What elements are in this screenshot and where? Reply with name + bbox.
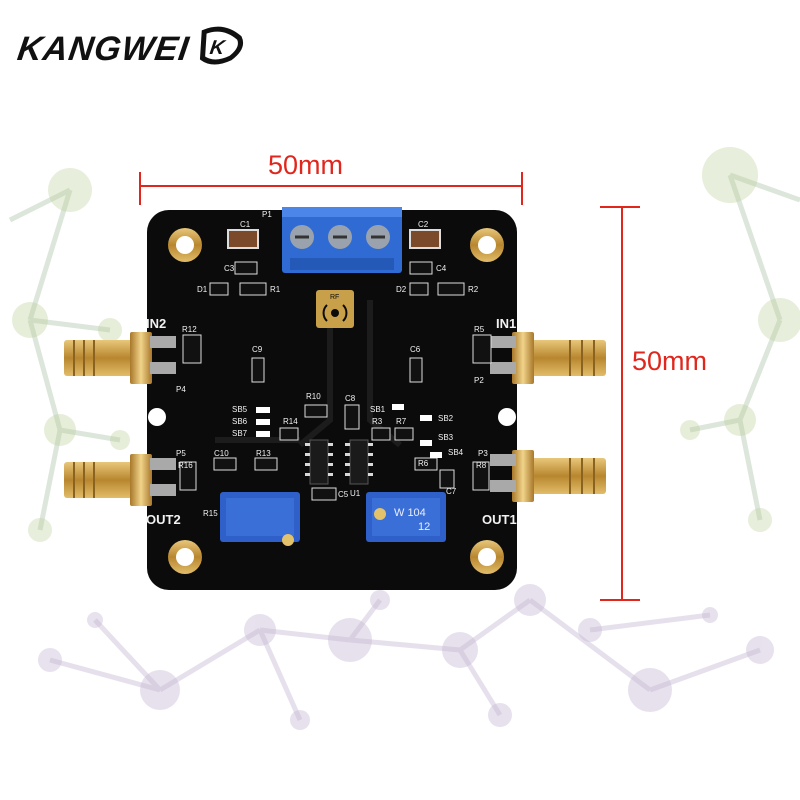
width-dimension-label: 50mm	[268, 150, 344, 180]
label-sb5: SB5	[232, 405, 248, 414]
sma-connector-out1	[490, 450, 606, 502]
label-d2: D2	[396, 285, 407, 294]
trimmer-potentiometer-left	[220, 492, 300, 546]
label-c3: C3	[224, 264, 235, 273]
label-in1: IN1	[496, 316, 516, 331]
label-sb1: SB1	[370, 405, 386, 414]
logo-badge-icon: K	[199, 26, 243, 65]
label-r15: R15	[203, 509, 218, 518]
label-r1: R1	[270, 285, 281, 294]
mounting-hole-top-right	[470, 228, 504, 262]
label-r3: R3	[372, 417, 383, 426]
side-hole-right	[498, 408, 516, 426]
label-c9: C9	[252, 345, 263, 354]
trimmer-potentiometer-right: W 104 12	[366, 492, 446, 542]
smd-components	[179, 229, 492, 501]
sma-connector-in1	[490, 332, 606, 384]
label-r5: R5	[474, 325, 485, 334]
label-in2: IN2	[146, 316, 166, 331]
label-c1: C1	[240, 220, 251, 229]
label-r2: R2	[468, 285, 479, 294]
label-c7: C7	[446, 487, 457, 496]
mounting-hole-top-left	[168, 228, 202, 262]
label-p3: P3	[478, 449, 488, 458]
label-r8: R8	[476, 461, 487, 470]
power-terminal-block	[282, 207, 402, 273]
logo-badge-text: K	[208, 37, 227, 59]
label-c10: C10	[214, 449, 229, 458]
label-c6: C6	[410, 345, 421, 354]
label-sb6: SB6	[232, 417, 248, 426]
label-sb3: SB3	[438, 433, 454, 442]
label-p1: P1	[262, 210, 272, 219]
brand-logo: KANGWEI K	[15, 26, 247, 69]
mounting-hole-bottom-left	[168, 540, 202, 574]
label-r6: R6	[418, 459, 429, 468]
label-p2: P2	[474, 376, 484, 385]
label-r13: R13	[256, 449, 271, 458]
label-sb7: SB7	[232, 429, 248, 438]
label-r7: R7	[396, 417, 407, 426]
label-u1: U1	[350, 489, 361, 498]
opamp-chip-u1	[305, 439, 373, 485]
label-r12: R12	[182, 325, 197, 334]
mounting-hole-bottom-right	[470, 540, 504, 574]
label-c4: C4	[436, 264, 447, 273]
sma-connector-in2	[64, 332, 176, 384]
label-c5: C5	[338, 490, 349, 499]
label-p4: P4	[176, 385, 186, 394]
label-d1: D1	[197, 285, 208, 294]
label-c8: C8	[345, 394, 356, 403]
pot-marking-line1: W 104	[394, 507, 426, 519]
label-r14: R14	[283, 417, 298, 426]
label-c2: C2	[418, 220, 429, 229]
height-dimension-label: 50mm	[632, 346, 708, 376]
label-r16: R16	[178, 461, 193, 470]
pot-marking-line2: 12	[418, 521, 430, 533]
label-out1: OUT1	[482, 512, 517, 527]
sma-connector-out2	[64, 454, 176, 506]
label-p5: P5	[176, 449, 186, 458]
label-out2: OUT2	[146, 512, 181, 527]
side-hole-left	[148, 408, 166, 426]
label-rf: RF	[330, 294, 339, 301]
label-r10: R10	[306, 392, 321, 401]
label-sb2: SB2	[438, 414, 454, 423]
label-sb4: SB4	[448, 448, 464, 457]
